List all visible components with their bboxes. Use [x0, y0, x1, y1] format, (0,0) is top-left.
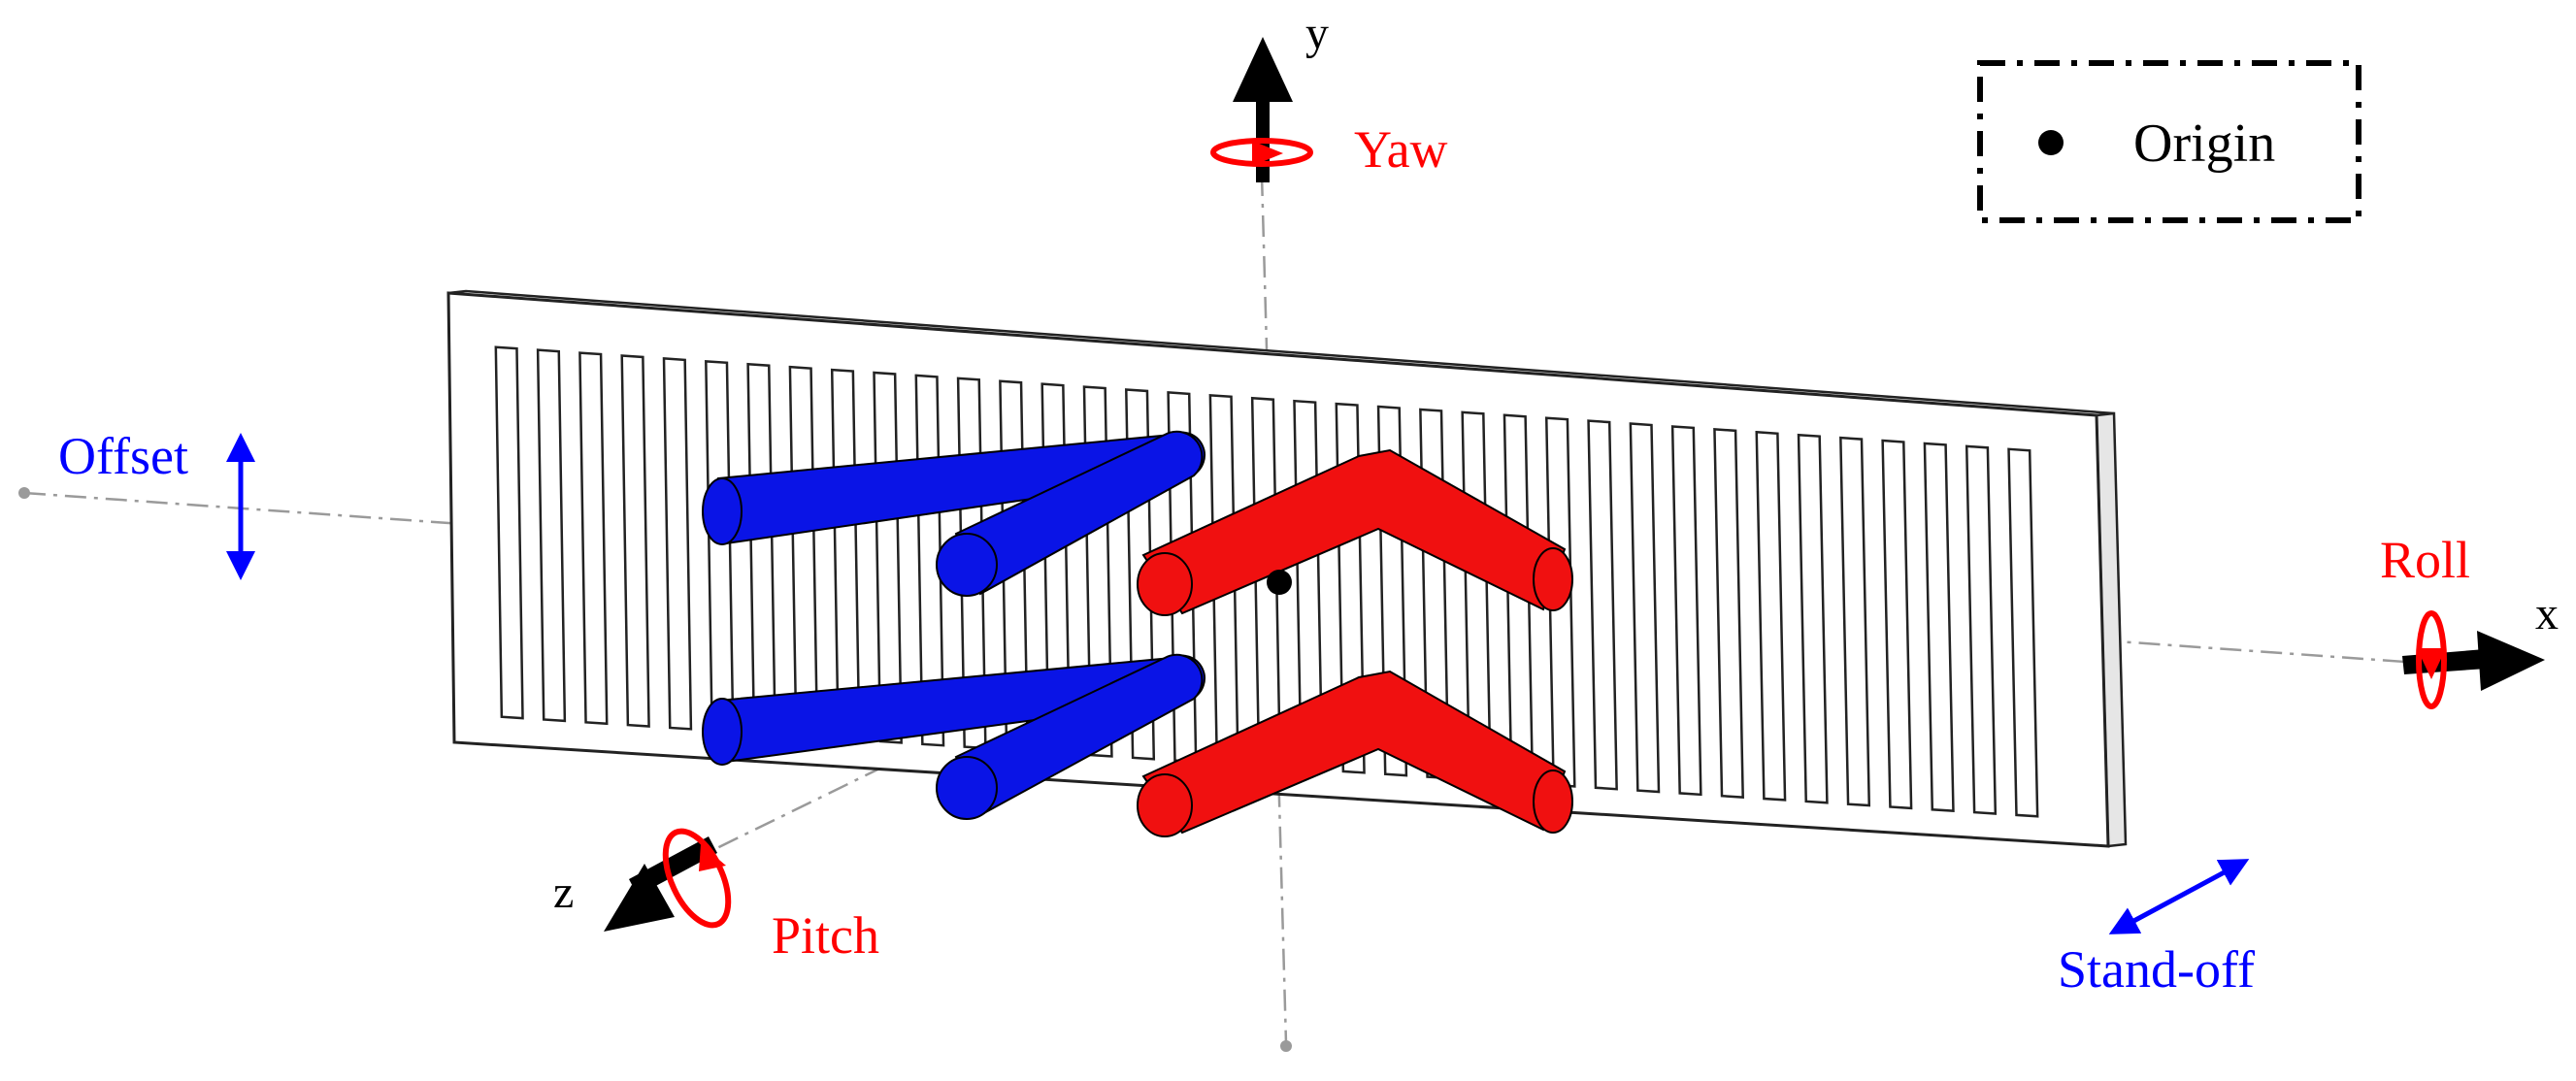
red-chevron-upper [1137, 448, 1573, 616]
plate-slot [1881, 439, 1913, 810]
plate-slot [1797, 433, 1829, 804]
x-axis-arrow: x [2402, 588, 2559, 691]
plate-slot [1713, 428, 1744, 799]
z-axis-arrow: z [553, 836, 717, 932]
offset-indicator: Offset [58, 427, 255, 580]
plate-slot [705, 359, 735, 734]
origin-legend-dot [2038, 130, 2064, 155]
roll-arrow-ring [2416, 610, 2447, 709]
yaw-arrow-head [1252, 141, 1283, 166]
pitch-rotation-indicator: Pitch [662, 828, 879, 965]
blue-cylinder-upper-front [954, 430, 1204, 596]
z-axis-arrow-head [604, 864, 675, 932]
plate-slot [620, 354, 650, 728]
origin-legend: Origin [1977, 60, 2361, 223]
plate-slot [1839, 436, 1871, 807]
blue-cylinder-lower [702, 653, 1205, 820]
pitch-arrow-ring [662, 828, 732, 929]
yaw-label: Yaw [1354, 120, 1448, 179]
blue-cylinder-upper-front-cap [936, 533, 998, 597]
plate-slot [1965, 444, 1998, 815]
x-axis-label: x [2535, 588, 2559, 639]
pitch-label: Pitch [772, 906, 879, 965]
standoff-indicator: Stand-off [2058, 859, 2255, 999]
blue-cylinder-lower-front [954, 653, 1204, 817]
y-endpoint-dot [1280, 1040, 1292, 1052]
standoff-label: Stand-off [2058, 940, 2255, 999]
blue-cylinder-lower-back-cap [702, 698, 743, 766]
red-chevron-lower-left-cap [1137, 773, 1193, 837]
plate-slot [746, 362, 776, 737]
plate-slot [578, 351, 609, 726]
red-chevron-upper-left-cap [1137, 552, 1193, 616]
plate-slot [494, 345, 524, 720]
red-chevron-lower-right-cap [1533, 770, 1573, 834]
origin-point [1267, 570, 1292, 595]
blue-cylinder-lower-front-cap [936, 756, 998, 820]
standoff-double-arrow [2108, 859, 2250, 934]
plate-slot [1670, 425, 1702, 797]
y-centerline [1260, 174, 1288, 1044]
red-chevron-upper-right-cap [1533, 547, 1573, 611]
plate-slot [1587, 419, 1618, 791]
yaw-rotation-indicator: Yaw [1210, 120, 1448, 179]
red-chevron-lower [1137, 670, 1573, 837]
plate-slot [1629, 422, 1661, 794]
y-axis-arrow-head [1233, 37, 1293, 102]
blue-cylinder-upper-back-cap [702, 477, 743, 545]
roll-arrow-head [2417, 648, 2446, 679]
offset-label: Offset [58, 427, 188, 485]
blue-cylinder-upper [702, 430, 1205, 597]
plate-slot [1923, 442, 1955, 813]
plate-slot [1755, 430, 1787, 802]
z-axis-label: z [553, 867, 574, 918]
pitch-arrow-head [699, 844, 726, 871]
plate-slot [2007, 447, 2039, 818]
y-axis-arrow: y [1233, 8, 1329, 182]
roll-label: Roll [2380, 531, 2470, 589]
y-axis-label: y [1305, 8, 1329, 59]
origin-legend-box [1977, 60, 2361, 223]
roll-rotation-indicator: Roll [2380, 531, 2470, 709]
plate-slot [662, 357, 693, 731]
x-axis-arrow-head [2477, 631, 2545, 691]
plate-slot [536, 348, 567, 723]
origin-legend-label: Origin [2133, 114, 2275, 174]
x-endpoint-dot [18, 487, 30, 499]
yaw-arrow-ring [1210, 138, 1313, 167]
